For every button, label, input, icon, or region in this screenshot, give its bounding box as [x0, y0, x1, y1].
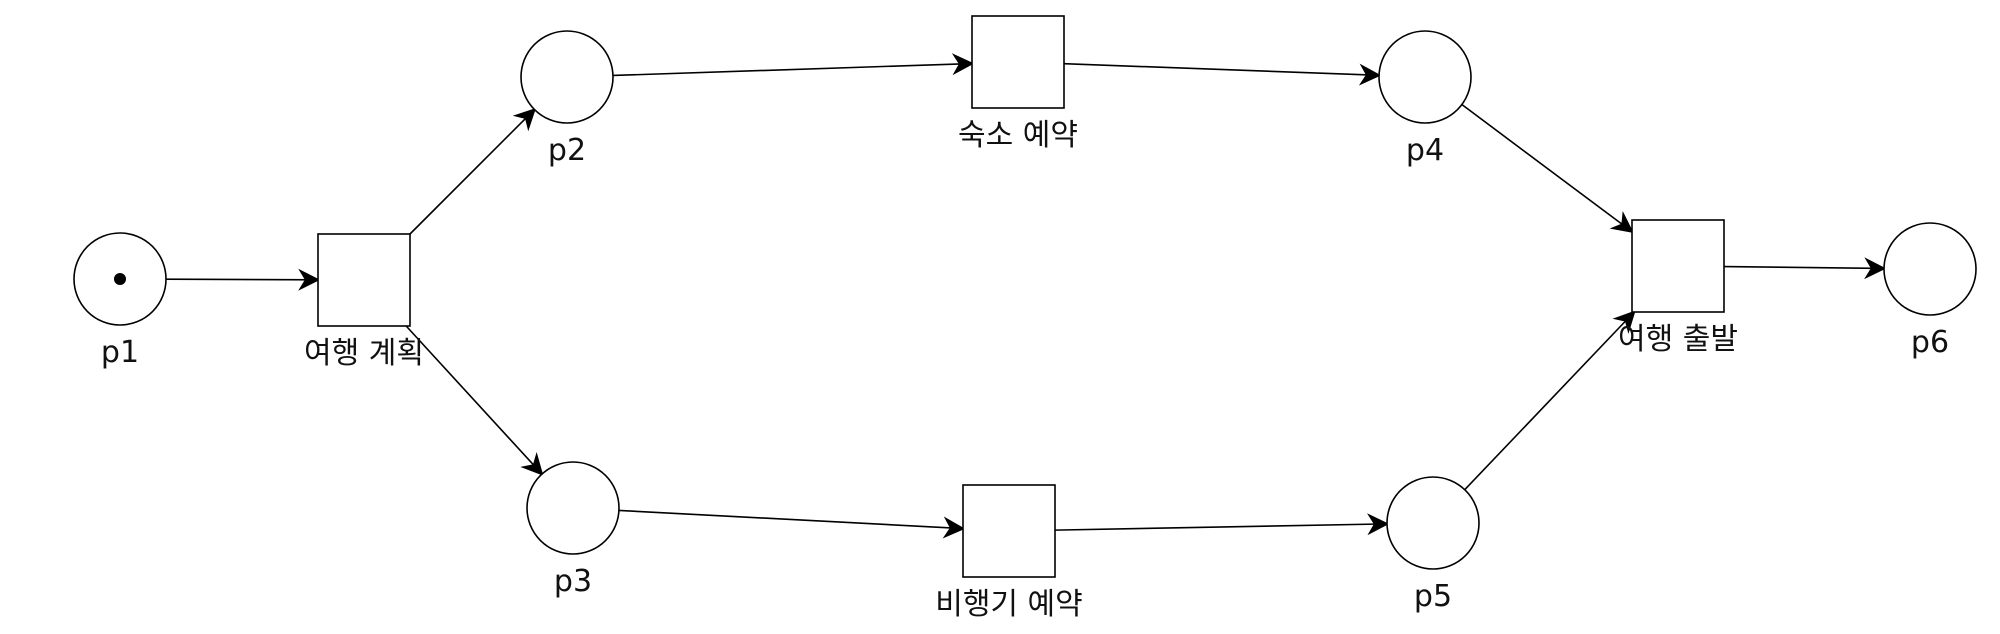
transition-t-flight[interactable]: [962, 484, 1056, 578]
place-p6[interactable]: [1883, 222, 1977, 316]
place-label-p1: p1: [101, 335, 139, 370]
arc-t-lodging-to-p4: [1063, 62, 1382, 86]
transition-t-lodging[interactable]: [971, 15, 1065, 109]
arc-t-depart-to-p6: [1723, 257, 1887, 280]
transition-t-plan[interactable]: [317, 233, 411, 327]
arc-p3-to-t-flight: [618, 509, 966, 539]
place-label-p5: p5: [1414, 579, 1452, 614]
transition-label-t-plan: 여행 계획: [304, 336, 424, 371]
arcs-layer: [165, 53, 1887, 539]
transition-t-depart[interactable]: [1631, 219, 1725, 313]
place-p2[interactable]: [520, 30, 614, 124]
place-label-p3: p3: [554, 564, 592, 599]
place-p3[interactable]: [526, 461, 620, 555]
nodes-layer: [73, 15, 1977, 578]
arc-p2-to-t-lodging: [612, 53, 975, 77]
place-p5[interactable]: [1386, 476, 1480, 570]
place-label-p6: p6: [1911, 325, 1949, 360]
arc-p4-to-t-depart: [1461, 103, 1634, 233]
place-label-p4: p4: [1406, 133, 1444, 168]
transition-label-t-depart: 여행 출발: [1618, 322, 1738, 357]
token-dot: [114, 273, 126, 285]
arc-t-plan-to-p3: [405, 325, 544, 476]
arc-t-plan-to-p2: [409, 107, 537, 235]
transition-label-t-lodging: 숙소 예약: [958, 118, 1078, 153]
arc-p5-to-t-depart: [1464, 310, 1636, 491]
place-label-p2: p2: [548, 133, 586, 168]
arc-t-flight-to-p5: [1054, 513, 1390, 536]
place-p4[interactable]: [1378, 30, 1472, 124]
arc-p1-to-t-plan: [165, 268, 321, 291]
transition-label-t-flight: 비행기 예약: [935, 587, 1083, 622]
